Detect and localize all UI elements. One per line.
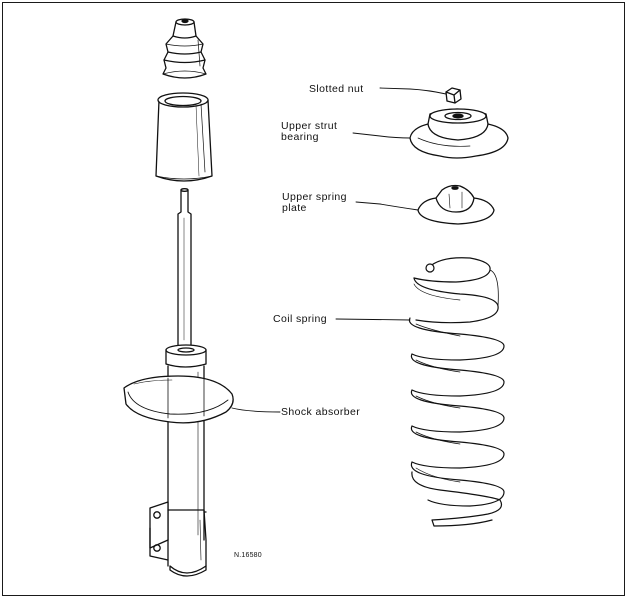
upper-spring-plate xyxy=(417,184,495,225)
coil-spring[interactable] xyxy=(408,257,505,527)
piston-rod xyxy=(177,188,192,347)
leader-lines xyxy=(231,87,447,413)
shock-absorber-body xyxy=(123,344,234,577)
slotted-nut xyxy=(445,87,462,104)
label-coil-spring: Coil spring xyxy=(273,313,328,325)
label-upper-strut-bearing-line2: bearing xyxy=(281,131,319,143)
dust-boot xyxy=(155,92,213,182)
bump-stop xyxy=(162,18,207,79)
label-upper-spring-plate: Upper spring plate xyxy=(282,192,347,214)
label-shock-absorber: Shock absorber xyxy=(281,406,361,418)
upper-strut-bearing xyxy=(409,108,509,159)
label-upper-strut-bearing: Upper strut bearing xyxy=(281,121,337,143)
label-slotted-nut: Slotted nut xyxy=(309,83,364,95)
label-upper-spring-plate-line2: plate xyxy=(282,202,307,214)
figure-reference: N.16580 xyxy=(234,552,262,559)
label-upper-spring-plate-line1: Upper spring xyxy=(282,191,347,203)
label-upper-strut-bearing-line1: Upper strut xyxy=(281,120,338,132)
